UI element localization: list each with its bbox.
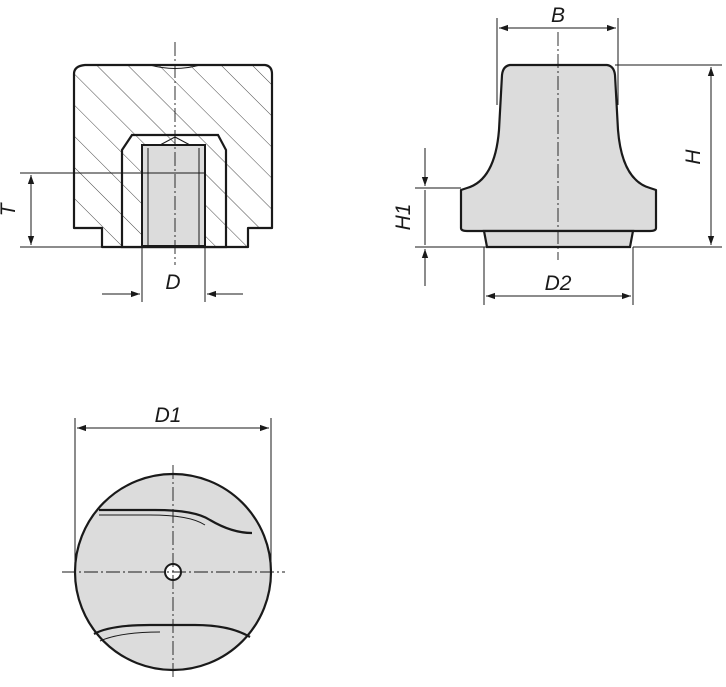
side-view: B H H1 D2 — [392, 4, 722, 305]
dim-D1-label: D1 — [155, 404, 182, 427]
dim-B-label: B — [551, 4, 565, 27]
dim-D-label: D — [165, 271, 180, 294]
top-view: D1 — [62, 404, 285, 680]
dim-H1-label: H1 — [392, 204, 415, 231]
section-view: T D — [0, 42, 274, 302]
side-base-ring — [482, 229, 635, 249]
side-body — [459, 63, 658, 233]
grip-groove-upper — [99, 508, 253, 535]
dim-D2-label: D2 — [545, 272, 572, 295]
grip-groove-lower — [93, 623, 251, 638]
dim-H-label: H — [682, 149, 705, 165]
dim-T-label: T — [0, 201, 20, 216]
threaded-bore — [141, 144, 206, 247]
